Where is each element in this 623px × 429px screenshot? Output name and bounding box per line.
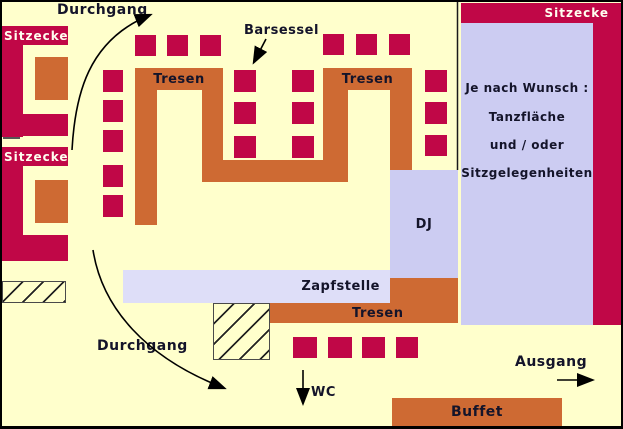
barstool-square xyxy=(389,34,410,55)
bar-counter-bottom-label: Tresen xyxy=(352,306,404,321)
dj-booth-label: DJ xyxy=(415,216,433,232)
passage-label-top: Durchgang xyxy=(57,2,148,18)
bar-counter-bottom-block xyxy=(390,278,458,323)
barstool-square xyxy=(396,337,418,358)
barstool-square xyxy=(362,337,385,358)
bar-counter-left-label: Tresen xyxy=(153,71,205,87)
barstool-square xyxy=(234,70,256,92)
wish-area-text-line1: Je nach Wunsch : xyxy=(465,81,589,95)
bar-counter-left: Tresen xyxy=(135,68,223,90)
barstool-square xyxy=(328,337,352,358)
wish-area-text-line4: Sitzgelegenheiten xyxy=(461,166,593,180)
bar-counter-right-label: Tresen xyxy=(341,71,394,87)
seating-corner-bottom-left-bench xyxy=(23,235,68,261)
barstool-square xyxy=(292,70,314,92)
seating-corner-top-left-bench xyxy=(23,114,68,136)
seating-corner-top-left: Sitzecke xyxy=(2,26,68,45)
barstool-square xyxy=(103,100,123,122)
barstool-square xyxy=(200,35,221,56)
seating-corner-right-wall xyxy=(593,23,621,325)
seating-corner-bottom-left: Sitzecke xyxy=(2,147,68,166)
wish-area-text-line2: Tanzfläche xyxy=(488,110,566,124)
seating-corner-top-left-label: Sitzecke xyxy=(4,28,69,43)
barstool-square xyxy=(234,102,256,124)
seating-corner-right-label: Sitzecke xyxy=(544,6,609,20)
seating-corner-top-left-wall xyxy=(2,45,23,137)
hatched-zone-middle xyxy=(213,303,270,360)
seating-corner-bottom-left-wall xyxy=(2,166,23,261)
barstool-square xyxy=(356,34,377,55)
tap-station: Zapfstelle xyxy=(123,270,392,303)
passage-label-bottom: Durchgang xyxy=(97,338,188,354)
buffet-label: Buffet xyxy=(450,403,503,420)
seating-table-top-left xyxy=(35,57,68,100)
bar-counter-bottom-strip xyxy=(270,303,390,323)
seating-corner-bottom-left-label: Sitzecke xyxy=(4,149,69,164)
bar-counter-right-leg-outer xyxy=(390,90,412,170)
barstool-square xyxy=(135,35,156,56)
dj-booth: DJ xyxy=(390,170,458,278)
barstool-square xyxy=(292,102,314,124)
barstool-square xyxy=(234,136,256,158)
barstool-square xyxy=(425,135,447,156)
wc-label: WC xyxy=(311,385,336,400)
barstool-square xyxy=(103,70,123,92)
barstool-square xyxy=(425,102,447,124)
barstool-square xyxy=(292,136,314,158)
bar-counter-left-leg-outer xyxy=(135,90,157,225)
tap-station-label: Zapfstelle xyxy=(301,279,380,294)
bar-counter-right-leg-inner xyxy=(323,90,348,160)
bar-counter-right: Tresen xyxy=(323,68,412,90)
barstool-square xyxy=(167,35,188,56)
seating-corner-right-header: Sitzecke xyxy=(461,3,621,23)
barstool-square xyxy=(323,34,344,55)
barstool-square xyxy=(293,337,317,358)
seating-table-bottom-left xyxy=(35,180,68,223)
bar-counter-left-leg-inner xyxy=(202,90,223,160)
barstool-callout-label: Barsessel xyxy=(244,23,319,38)
barstool-square xyxy=(103,165,123,187)
barstool-square xyxy=(103,130,123,152)
bar-counter-middle-base xyxy=(202,160,348,182)
barstool-square xyxy=(425,70,447,92)
dance-floor-area xyxy=(461,23,593,325)
hatched-zone-left xyxy=(2,281,66,303)
buffet-counter: Buffet xyxy=(392,398,562,426)
exit-label: Ausgang xyxy=(515,354,588,370)
wish-area-text-line3: und / oder xyxy=(489,138,565,152)
barstool-pointer-arrow-icon xyxy=(252,38,268,65)
barstool-square xyxy=(103,195,123,217)
